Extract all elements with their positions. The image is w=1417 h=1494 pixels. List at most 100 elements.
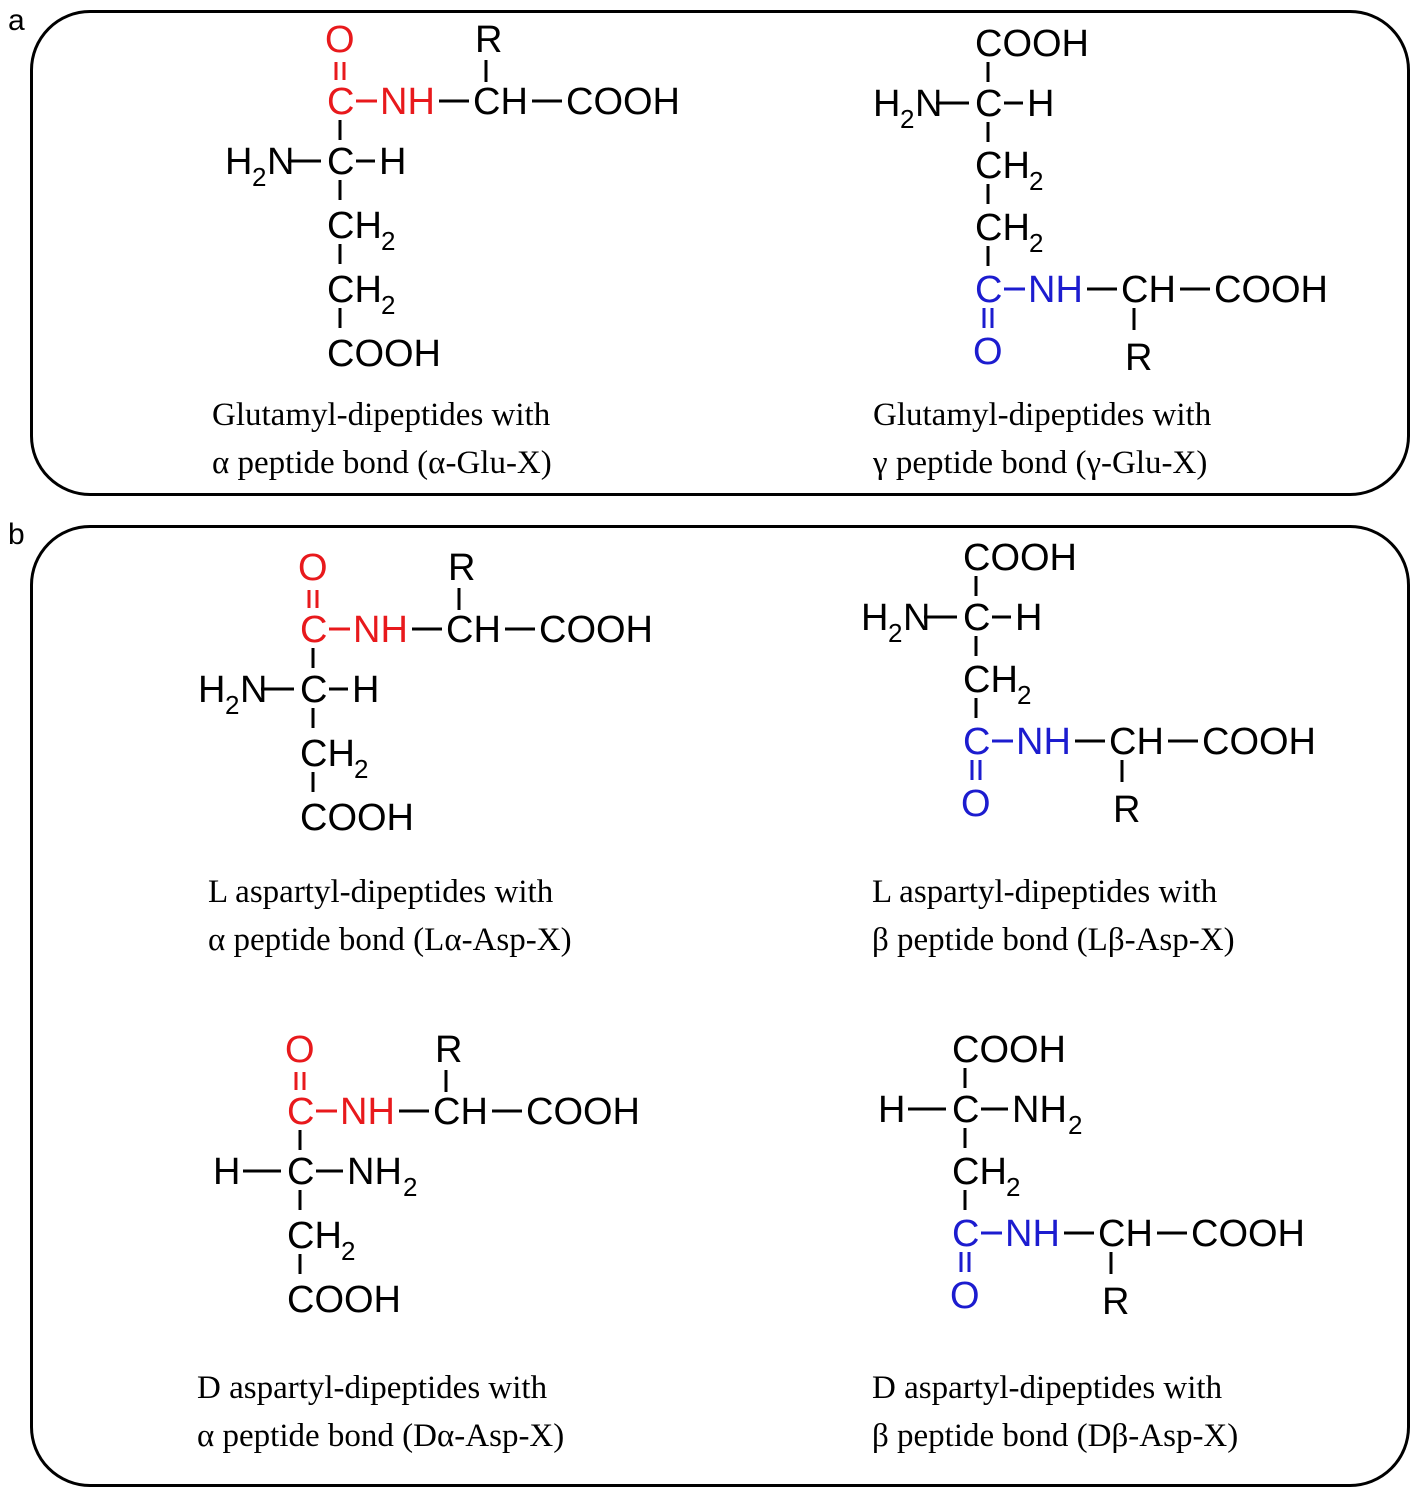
ch2-group: CH [975, 145, 1030, 187]
ch2-group: CH [975, 207, 1030, 249]
alpha-carboxyl: COOH [952, 1029, 1066, 1071]
side-chain-carboxyl: COOH [287, 1279, 401, 1321]
carboxyl-x: COOH [1191, 1213, 1305, 1255]
ch2-group: CH [963, 659, 1018, 701]
caption-line-2: γ peptide bond (γ-Glu-X) [872, 445, 1207, 481]
carbonyl-carbon: C [300, 609, 327, 651]
carbonyl-carbon: C [327, 81, 354, 123]
carboxyl-x: COOH [1214, 269, 1328, 311]
caption-line-1: D aspartyl-dipeptides with [872, 1370, 1223, 1406]
alpha-carbon: C [975, 83, 1002, 125]
r-group: R [1113, 789, 1140, 831]
carbonyl-carbon: C [952, 1213, 979, 1255]
side-chain-carboxyl: COOH [327, 333, 441, 375]
h2n-h: H [225, 141, 252, 183]
alpha-ch-x: CH [446, 609, 501, 651]
caption-line-2: α peptide bond (Dα-Asp-X) [197, 1418, 564, 1454]
h2n-h: H [873, 83, 900, 125]
alpha-carboxyl: COOH [963, 537, 1077, 579]
alpha-h: H [1027, 83, 1054, 125]
amide-nh: NH [340, 1091, 395, 1133]
alpha-carbon: C [287, 1151, 314, 1193]
alpha-carbon: C [327, 141, 354, 183]
caption-line-1: Glutamyl-dipeptides with [873, 397, 1212, 433]
ch2-group: CH [327, 205, 382, 247]
subscript-2: 2 [381, 226, 395, 256]
ch2-group: CH [952, 1151, 1007, 1193]
subscript-2: 2 [252, 162, 266, 192]
carboxyl-x: COOH [539, 609, 653, 651]
caption-line-1: Glutamyl-dipeptides with [212, 397, 551, 433]
amide-nh: NH [1016, 721, 1071, 763]
alpha-h: H [379, 141, 406, 183]
nh2-group: NH [347, 1151, 402, 1193]
carboxyl-x: COOH [526, 1091, 640, 1133]
subscript-2: 2 [1068, 1110, 1082, 1140]
subscript-2: 2 [1029, 166, 1043, 196]
ch2-group: CH [327, 269, 382, 311]
alpha-h: H [213, 1151, 240, 1193]
alpha-h: H [878, 1089, 905, 1131]
r-group: R [1102, 1281, 1129, 1323]
panel-b-frame [30, 525, 1410, 1487]
alpha-ch-x: CH [473, 81, 528, 123]
carbonyl-carbon: C [287, 1091, 314, 1133]
carbonyl-carbon: C [975, 269, 1002, 311]
caption-line-2: α peptide bond (α-Glu-X) [212, 445, 552, 481]
r-group: R [435, 1029, 462, 1071]
caption-line-2: β peptide bond (Lβ-Asp-X) [872, 922, 1235, 958]
carboxyl-x: COOH [1202, 721, 1316, 763]
subscript-2: 2 [381, 290, 395, 320]
carbonyl-oxygen: O [325, 19, 355, 61]
alpha-carbon: C [963, 597, 990, 639]
subscript-2: 2 [900, 104, 914, 134]
amide-nh: NH [353, 609, 408, 651]
carbonyl-oxygen: O [973, 331, 1003, 373]
subscript-2: 2 [354, 754, 368, 784]
caption-line-2: β peptide bond (Dβ-Asp-X) [872, 1418, 1238, 1454]
subscript-2: 2 [1006, 1172, 1020, 1202]
amide-nh: NH [380, 81, 435, 123]
alpha-carboxyl: COOH [975, 23, 1089, 65]
carboxyl-x: COOH [566, 81, 680, 123]
subscript-2: 2 [1017, 680, 1031, 710]
r-group: R [1125, 337, 1152, 379]
h2n-h: H [198, 669, 225, 711]
alpha-h: H [352, 669, 379, 711]
subscript-2: 2 [1029, 228, 1043, 258]
ch2-group: CH [287, 1215, 342, 1257]
alpha-h: H [1015, 597, 1042, 639]
alpha-ch-x: CH [1121, 269, 1176, 311]
subscript-2: 2 [403, 1172, 417, 1202]
h2n-h: H [861, 597, 888, 639]
alpha-ch-x: CH [433, 1091, 488, 1133]
r-group: R [448, 547, 475, 589]
caption-line-2: α peptide bond (Lα-Asp-X) [208, 922, 572, 958]
subscript-2: 2 [341, 1236, 355, 1266]
alpha-carbon: C [952, 1089, 979, 1131]
panel-a-frame [30, 10, 1410, 496]
r-group: R [475, 19, 502, 61]
carbonyl-oxygen: O [285, 1029, 315, 1071]
caption-line-1: L aspartyl-dipeptides with [872, 874, 1218, 910]
caption-line-1: D aspartyl-dipeptides with [197, 1370, 548, 1406]
carbonyl-carbon: C [963, 721, 990, 763]
alpha-carbon: C [300, 669, 327, 711]
carbonyl-oxygen: O [298, 547, 328, 589]
carbonyl-oxygen: O [950, 1275, 980, 1317]
amide-nh: NH [1028, 269, 1083, 311]
panel-label-a: a [8, 4, 25, 37]
nh2-group: NH [1012, 1089, 1067, 1131]
alpha-ch-x: CH [1098, 1213, 1153, 1255]
panel-label-b: b [8, 518, 25, 551]
caption-line-1: L aspartyl-dipeptides with [208, 874, 554, 910]
subscript-2: 2 [225, 690, 239, 720]
subscript-2: 2 [888, 618, 902, 648]
amide-nh: NH [1005, 1213, 1060, 1255]
